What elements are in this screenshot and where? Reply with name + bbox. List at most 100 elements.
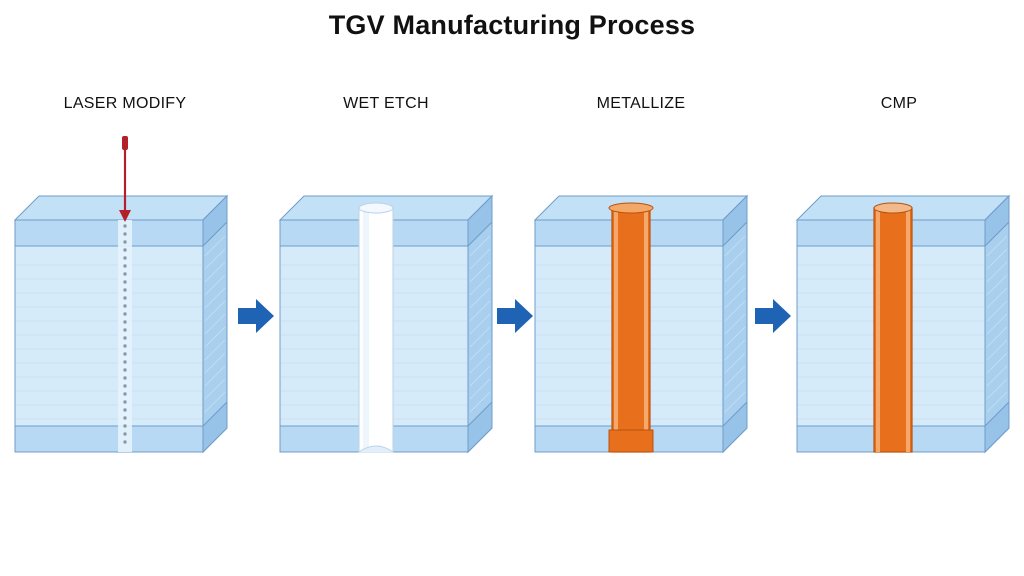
side-stripe xyxy=(469,326,491,348)
side-stripe xyxy=(469,235,491,257)
copper-via xyxy=(873,207,913,453)
side-stripe xyxy=(469,274,491,296)
modification-dot xyxy=(123,384,127,388)
modification-dot xyxy=(123,336,127,340)
modification-dot xyxy=(123,280,127,284)
glass-block-laser-modify xyxy=(13,136,229,454)
side-stripe xyxy=(986,378,1008,400)
side-stripe xyxy=(986,274,1008,296)
side-top-band xyxy=(202,194,228,248)
copper-top-cap xyxy=(608,202,654,214)
right-arrow-icon xyxy=(755,299,791,333)
modification-dot xyxy=(123,440,127,444)
side-stripe xyxy=(469,248,491,270)
side-stripe xyxy=(986,339,1008,361)
side-stripe xyxy=(469,300,491,322)
side-bottom-band xyxy=(722,400,748,454)
side-bottom-band xyxy=(467,400,493,454)
side-bottom-band xyxy=(984,400,1010,454)
modification-dot xyxy=(123,328,127,332)
copper-highlight-right xyxy=(644,208,648,452)
glass-block-cmp xyxy=(795,194,1011,454)
step-label-wet-etch: WET ETCH xyxy=(343,95,429,112)
hole-shade xyxy=(363,208,369,452)
side-stripe xyxy=(204,326,226,348)
side-stripe xyxy=(986,261,1008,283)
laser-head xyxy=(122,136,128,150)
modification-dot xyxy=(123,424,127,428)
modification-dot xyxy=(123,312,127,316)
side-stripe xyxy=(469,339,491,361)
side-stripe xyxy=(986,287,1008,309)
side-stripe xyxy=(724,378,746,400)
side-stripe xyxy=(204,391,226,413)
modification-dot xyxy=(123,288,127,292)
modification-dot xyxy=(123,224,127,228)
side-stripe xyxy=(204,339,226,361)
side-stripe xyxy=(204,300,226,322)
side-stripe xyxy=(724,300,746,322)
side-stripe xyxy=(204,248,226,270)
modification-dot xyxy=(123,344,127,348)
glass-blocks xyxy=(13,136,1011,454)
modification-dot xyxy=(123,256,127,260)
modification-dot xyxy=(123,264,127,268)
side-stripe xyxy=(469,352,491,374)
side-stripe xyxy=(724,261,746,283)
side-stripe xyxy=(204,261,226,283)
side-stripe xyxy=(724,287,746,309)
modification-dot xyxy=(123,248,127,252)
side-stripe xyxy=(724,352,746,374)
bottom-layer-band xyxy=(14,425,204,453)
modification-dot xyxy=(123,416,127,420)
modification-dot xyxy=(123,392,127,396)
modification-dot xyxy=(123,240,127,244)
modified-zone xyxy=(118,220,132,452)
hole-opening xyxy=(358,202,394,214)
glass-block-metallize xyxy=(533,194,749,454)
side-stripe xyxy=(724,235,746,257)
modification-dot xyxy=(123,376,127,380)
modification-dot xyxy=(123,400,127,404)
side-stripe xyxy=(986,235,1008,257)
side-stripe xyxy=(469,391,491,413)
modification-dot xyxy=(123,432,127,436)
side-stripe xyxy=(204,352,226,374)
copper-highlight-left xyxy=(876,208,880,452)
step-label-metallize: METALLIZE xyxy=(596,95,686,112)
side-stripe xyxy=(469,287,491,309)
side-stripe xyxy=(986,326,1008,348)
side-stripe xyxy=(986,313,1008,335)
side-top-band xyxy=(467,194,493,248)
side-stripe xyxy=(204,235,226,257)
page-title: TGV Manufacturing Process xyxy=(328,10,696,40)
step-label-laser-modify: LASER MODIFY xyxy=(63,95,187,112)
modification-dot xyxy=(123,368,127,372)
side-top-band xyxy=(722,194,748,248)
side-stripe xyxy=(724,365,746,387)
side-stripe xyxy=(724,391,746,413)
side-stripe xyxy=(986,248,1008,270)
modification-dot xyxy=(123,304,127,308)
modification-dot xyxy=(123,360,127,364)
side-stripe xyxy=(724,274,746,296)
right-arrow-icon xyxy=(497,299,533,333)
laser-arrowhead xyxy=(119,210,131,222)
side-stripe xyxy=(986,300,1008,322)
process-arrows xyxy=(238,299,791,333)
side-stripe xyxy=(724,326,746,348)
hole-bottom xyxy=(358,445,394,453)
side-stripe xyxy=(724,339,746,361)
top-layer-band xyxy=(14,219,204,247)
step-label-cmp: CMP xyxy=(880,95,918,112)
side-stripe xyxy=(204,378,226,400)
copper-highlight-left xyxy=(614,208,618,452)
side-stripe xyxy=(204,274,226,296)
right-arrow-icon xyxy=(238,299,274,333)
side-stripe xyxy=(204,313,226,335)
glass-block-wet-etch xyxy=(278,194,494,454)
glass-top-face xyxy=(13,195,229,221)
modification-dot xyxy=(123,232,127,236)
side-stripe xyxy=(724,248,746,270)
